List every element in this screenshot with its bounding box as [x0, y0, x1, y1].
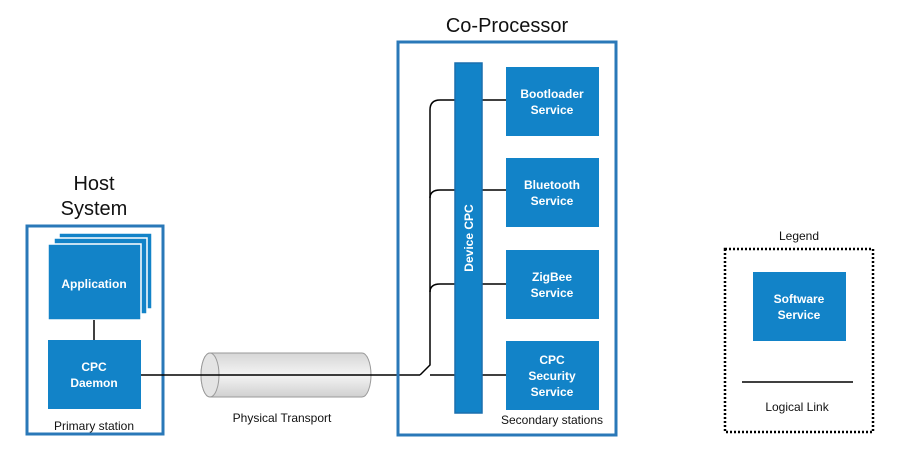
- legend-logical-link-label: Logical Link: [765, 400, 829, 414]
- bootloader-service-block: [506, 67, 599, 136]
- cpc-daemon-label-line1: CPC: [81, 360, 107, 374]
- secondary-stations-label: Secondary stations: [501, 413, 603, 427]
- cpc-daemon-label-line2: Daemon: [70, 376, 117, 390]
- cpc-security-service-line2: Security: [528, 369, 576, 383]
- bluetooth-service-block: [506, 158, 599, 227]
- legend-software-service-block: [753, 272, 846, 341]
- host-title-line1: Host: [73, 173, 115, 195]
- bootloader-service-line1: Bootloader: [520, 87, 584, 101]
- application-label: Application: [61, 277, 126, 291]
- cpc-security-service-block: [506, 341, 599, 410]
- bluetooth-service-line1: Bluetooth: [524, 178, 580, 192]
- legend-frame: [723, 247, 875, 434]
- legend-title: Legend: [779, 229, 819, 243]
- bootloader-service-line2: Service: [531, 103, 574, 117]
- cpc-daemon-block: [48, 340, 141, 409]
- bluetooth-service-line2: Service: [531, 194, 574, 208]
- physical-transport-label: Physical Transport: [233, 411, 332, 425]
- cpc-security-service-line3: Service: [531, 385, 574, 399]
- host-system-frame: [25, 224, 165, 436]
- application-block: [47, 243, 142, 321]
- cpc-security-service-line1: CPC: [539, 353, 565, 367]
- device-cpc-label: Device CPC: [462, 204, 476, 272]
- primary-station-label: Primary station: [54, 419, 134, 433]
- device-cpc-bus: [454, 62, 483, 414]
- legend-service-line2: Service: [778, 308, 821, 322]
- coprocessor-title: Co-Processor: [446, 15, 569, 37]
- zigbee-service-line1: ZigBee: [532, 270, 572, 284]
- zigbee-service-line2: Service: [531, 286, 574, 300]
- host-title-line2: System: [61, 198, 128, 220]
- coprocessor-frame: [396, 40, 618, 437]
- zigbee-service-block: [506, 250, 599, 319]
- legend-service-line1: Software: [774, 292, 825, 306]
